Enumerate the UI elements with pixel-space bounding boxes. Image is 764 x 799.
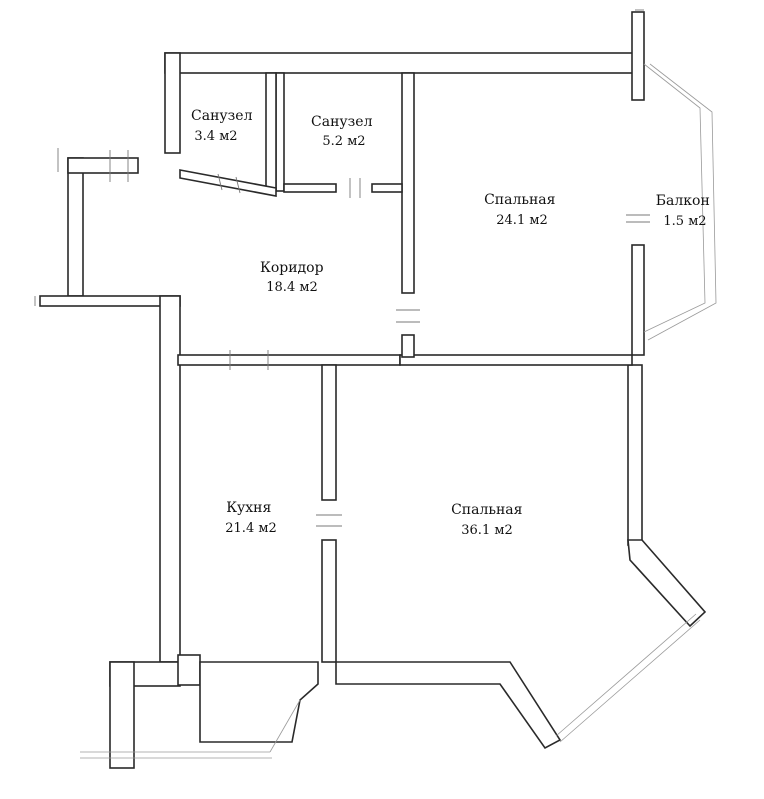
room-area: 18.4 м2 [266,280,317,295]
room-area: 5.2 м2 [322,134,365,149]
room-labels: Санузел 3.4 м2 Санузел 5.2 м2 Спальная 2… [191,108,715,538]
room-kitchen: Кухня 21.4 м2 [225,500,276,536]
room-area: 24.1 м2 [496,213,547,228]
room-name: Санузел [311,114,373,130]
room-name: Балкон [656,193,710,209]
room-bedroom-small: Спальная 24.1 м2 [484,192,560,228]
room-bathroom-small: Санузел 3.4 м2 [191,108,257,144]
room-name: Коридор [260,260,324,276]
openings [34,9,717,759]
room-balcony: Балкон 1.5 м2 [656,193,715,229]
room-area: 21.4 м2 [225,521,276,536]
room-name: Спальная [451,502,523,518]
room-bathroom-large: Санузел 5.2 м2 [311,114,377,149]
room-name: Спальная [484,192,556,208]
room-bedroom-large: Спальная 36.1 м2 [451,502,527,538]
room-corridor: Коридор 18.4 м2 [260,260,328,295]
room-name: Санузел [191,108,253,124]
walls [39,11,707,769]
room-name: Кухня [226,500,271,516]
room-area: 1.5 м2 [663,214,706,229]
room-area: 3.4 м2 [194,129,237,144]
room-area: 36.1 м2 [461,523,512,538]
